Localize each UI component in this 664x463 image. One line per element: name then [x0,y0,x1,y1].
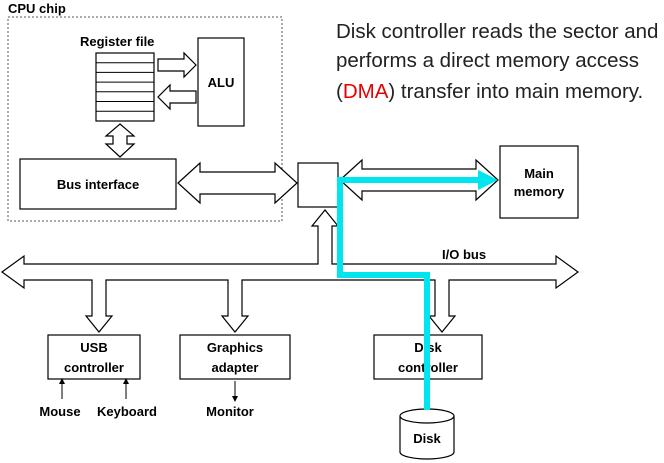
mouse-label: Mouse [39,404,80,419]
caption-line2: performs a direct memory access [336,49,639,72]
dma-arrowhead [478,170,498,190]
main-memory-line2: memory [514,184,565,199]
cpu-chip-label: CPU chip [8,1,66,16]
regfile-to-alu-arrow [157,51,197,79]
bus-interface-label: Bus interface [57,177,139,192]
disk [399,408,455,460]
caption-open-paren: ( [336,80,343,103]
alu-to-regfile-arrow [157,83,197,111]
io-bridge-box [297,162,339,208]
monitor-label: Monitor [206,404,254,419]
io-bus-label: I/O bus [442,247,486,262]
alu-box [197,37,245,127]
caption-line1: Disk controller reads the sector and [336,20,658,43]
alu-label: ALU [208,75,235,90]
main-memory-box [499,145,579,219]
main-memory-line1: Main [524,166,554,181]
system-bus-arrow [177,161,298,205]
dma-path [337,177,480,410]
caption-line3: (DMA) transfer into main memory. [336,80,643,103]
graphics-adapter-line2: adapter [212,360,259,375]
bus-interface-box [19,158,177,210]
graphics-adapter-box [179,334,291,380]
usb-controller-line2: controller [64,360,124,375]
regfile-bus-interface-arrow [104,123,136,158]
caption-dma-highlight: DMA [343,80,389,103]
caption-rest: ) transfer into main memory. [388,80,643,103]
io-bus [0,209,580,333]
register-file [95,52,155,122]
cpu-chip-boundary [7,16,283,222]
usb-controller-box [47,334,141,380]
usb-controller-line1: USB [80,340,107,355]
keyboard-label: Keyboard [97,404,157,419]
disk-label: Disk [413,431,441,446]
graphics-adapter-line1: Graphics [207,340,263,355]
register-file-label: Register file [80,34,154,49]
